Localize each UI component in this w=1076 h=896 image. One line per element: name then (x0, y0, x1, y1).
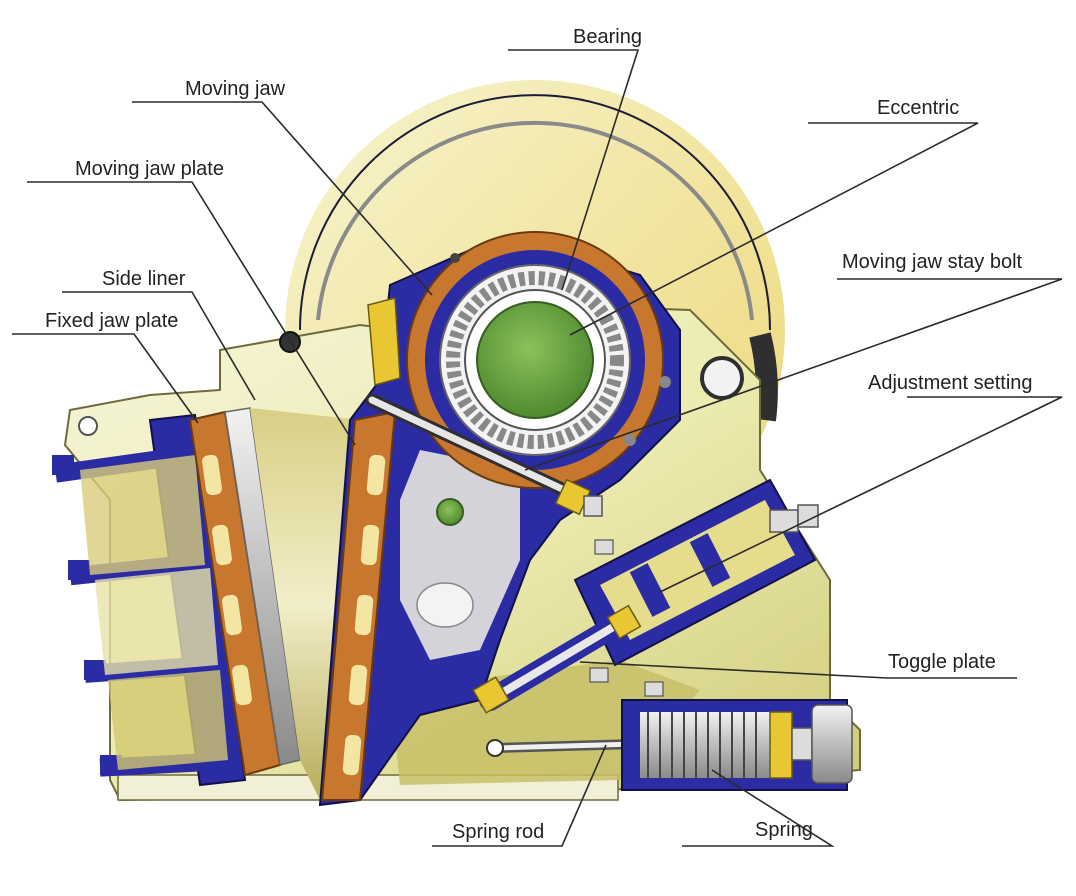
crushing-chamber (250, 408, 360, 800)
hanger-ring-icon (700, 356, 744, 400)
eccentric-assembly (406, 231, 671, 489)
label-fixed-jaw-plate: Fixed jaw plate (45, 310, 178, 332)
label-spring-rod: Spring rod (452, 821, 544, 843)
label-moving-jaw: Moving jaw (185, 78, 286, 100)
label-moving-jaw-plate: Moving jaw plate (75, 158, 224, 180)
label-toggle-plate: Toggle plate (888, 651, 996, 673)
leader-lines (12, 49, 1063, 847)
label-side-liner: Side liner (102, 268, 186, 290)
upper-wedge (367, 297, 401, 386)
label-adjustment-setting: Adjustment setting (868, 372, 1033, 394)
frame-bolt-icon (279, 331, 301, 353)
lifting-hole-icon (78, 416, 98, 436)
fixed-jaw-assembly (52, 413, 247, 787)
spring-assembly (486, 699, 853, 791)
label-moving-jaw-stay-bolt: Moving jaw stay bolt (842, 251, 1023, 273)
spring-coil (647, 712, 757, 778)
toggle-plate (472, 604, 664, 714)
label-spring: Spring (755, 819, 813, 841)
label-bearing: Bearing (573, 26, 642, 48)
eccentric-shaft (476, 301, 594, 419)
part-labels: Bearing Moving jaw Eccentric Moving jaw … (45, 26, 1033, 843)
moving-jaw-plate (320, 410, 397, 801)
moving-jaw-stay-bolt (365, 393, 603, 517)
label-eccentric: Eccentric (877, 97, 959, 119)
